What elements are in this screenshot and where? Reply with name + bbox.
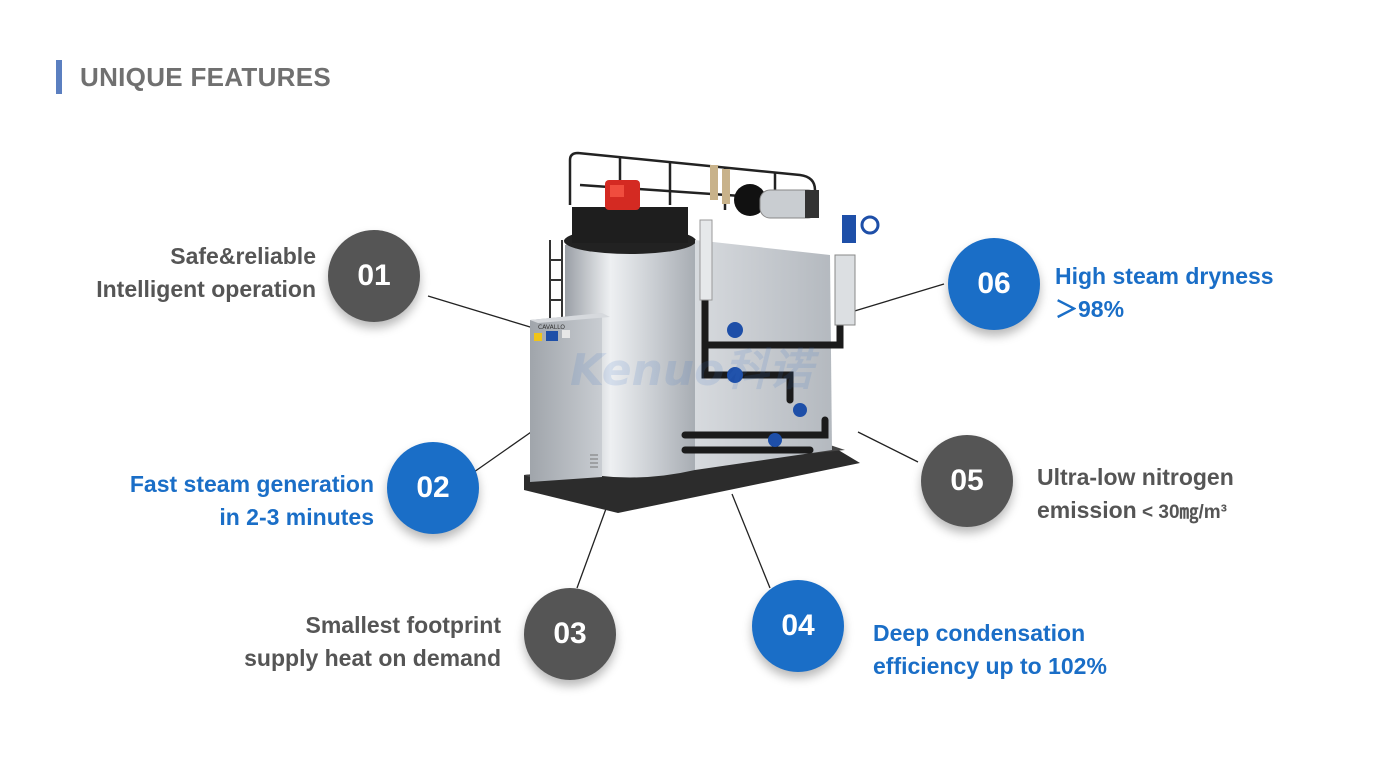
feature-02-text: Fast steam generation in 2-3 minutes [130,468,374,534]
feature-02-line1: Fast steam generation [129,471,374,497]
feature-05-line2: emission < 30㎎/m³ [1037,494,1234,529]
connector-02 [473,429,535,473]
badge-02: 02 [387,442,479,534]
feature-01-line1: Safe&reliable [170,243,316,269]
feature-06-line2: ＞98% [1055,296,1125,322]
page-title: UNIQUE FEATURES [80,62,332,92]
feature-03-line2: supply heat on demand [244,645,501,671]
watermark-text: Kenuo科诺 [570,345,819,396]
feature-05-text: Ultra-low nitrogen emission < 30㎎/m³ [1037,461,1234,529]
feature-05-line2-main: emission [1037,497,1137,523]
brand-label: CAVALLO [538,324,565,331]
connector-04 [731,493,771,589]
feature-06-line1: High steam dryness [1055,263,1274,289]
badge-03: 03 [524,588,616,680]
feature-03-text: Smallest footprint supply heat on demand [244,609,501,675]
connector-05 [857,431,919,463]
feature-05-line1: Ultra-low nitrogen [1037,464,1234,490]
badge-05: 05 [921,435,1013,527]
connector-03 [576,505,608,589]
feature-06-text: High steam dryness ＞98% [1055,260,1274,326]
badge-04: 04 [752,580,844,672]
feature-05-line2-unit: < 30㎎/m³ [1136,502,1228,523]
badge-01: 01 [328,230,420,322]
boiler-image: CAVALLO Kenuo科诺 [524,151,880,513]
connector-01 [427,295,541,331]
badge-06: 06 [948,238,1040,330]
feature-01-line2: Intelligent operation [96,276,316,302]
title-accent-bar [56,60,62,94]
feature-04-text: Deep condensation efficiency up to 102% [873,617,1107,683]
feature-03-line1: Smallest footprint [305,612,501,638]
feature-02-line2: in 2-3 minutes [219,504,374,530]
feature-01-text: Safe&reliable Intelligent operation [96,240,316,306]
connector-06 [837,283,945,317]
feature-04-line1: Deep condensation [873,620,1086,646]
feature-04-line2: efficiency up to 102% [873,653,1107,679]
